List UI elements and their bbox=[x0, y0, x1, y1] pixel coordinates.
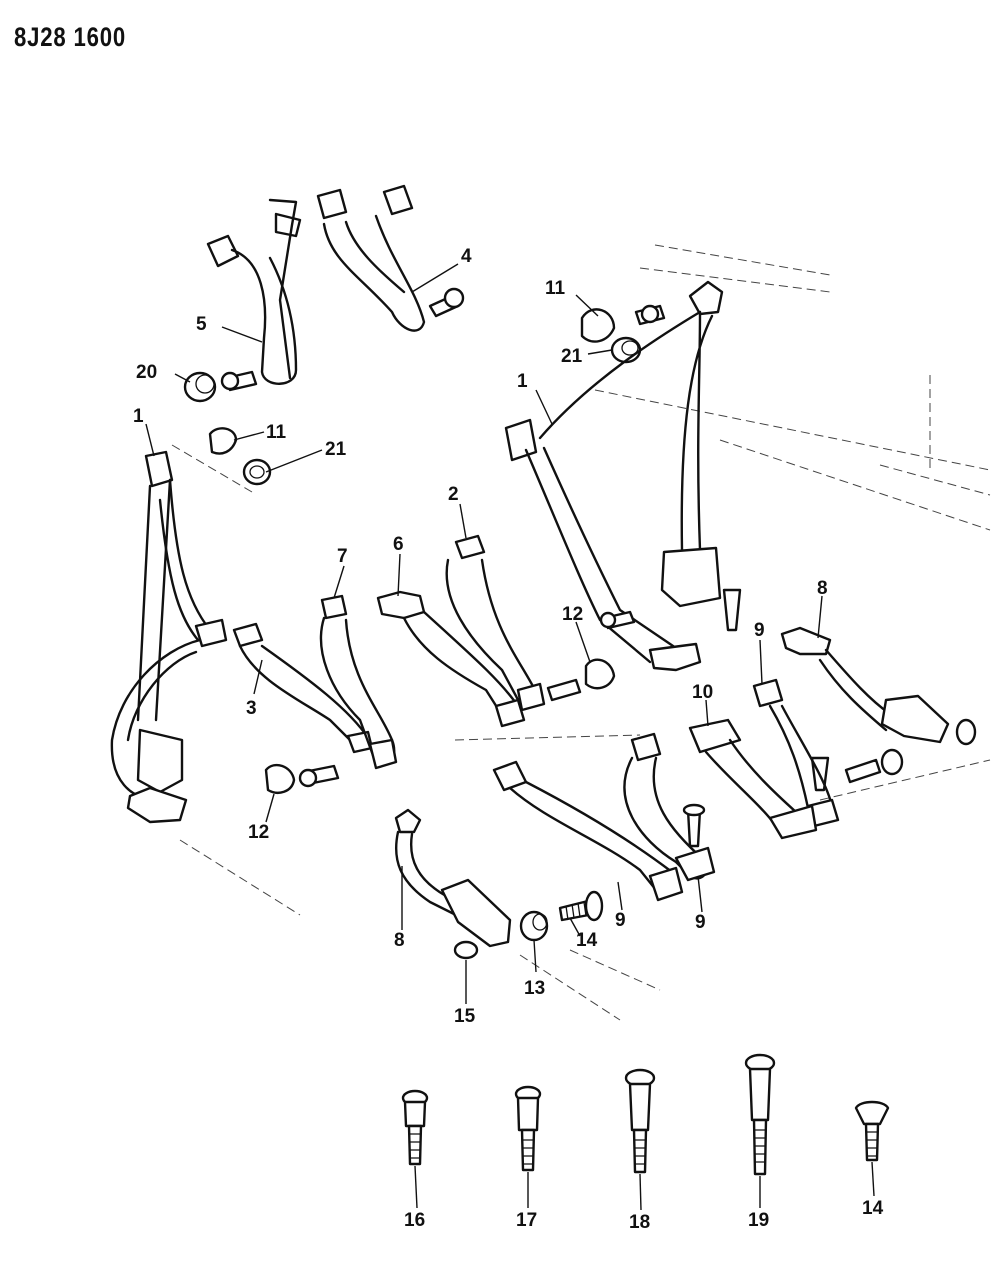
callout-part-15: 15 bbox=[454, 1006, 476, 1027]
part-14-bolt-center bbox=[558, 890, 604, 922]
callout-part-16: 16 bbox=[404, 1210, 425, 1231]
callout-part-17: 17 bbox=[516, 1210, 537, 1231]
callout-part-7: 7 bbox=[337, 546, 348, 567]
callout-part-11-right: 11 bbox=[545, 278, 566, 299]
part-1-shoulder-belt-right bbox=[504, 280, 742, 672]
leader-lines bbox=[145, 263, 875, 1211]
callout-part-21-left: 21 bbox=[325, 439, 347, 460]
callout-part-5: 5 bbox=[196, 314, 207, 335]
callout-part-12-center: 12 bbox=[562, 604, 583, 625]
part-2-buckle-strap bbox=[445, 534, 582, 712]
callout-part-8-right: 8 bbox=[817, 578, 828, 599]
bolt-18 bbox=[624, 1068, 656, 1174]
callout-part-6: 6 bbox=[393, 534, 404, 555]
callout-part-1-left: 1 bbox=[133, 406, 144, 427]
callout-part-11-left: 11 bbox=[266, 422, 287, 443]
part-9-buckle-strap-center bbox=[492, 732, 716, 902]
floor-reference-lines bbox=[171, 244, 991, 1021]
callout-part-20: 20 bbox=[136, 362, 157, 383]
part-12-cover-left bbox=[264, 763, 340, 794]
callouts: 1 1 2 3 4 5 6 7 8 8 9 9 9 10 11 11 12 12… bbox=[133, 246, 884, 1233]
callout-part-2: 2 bbox=[448, 484, 459, 505]
part-9-buckle-strap-right bbox=[752, 678, 840, 828]
part-8-anchor-belt-center bbox=[394, 808, 512, 960]
part-11-cover-left bbox=[208, 427, 238, 455]
callout-part-9-right: 9 bbox=[754, 620, 765, 641]
part-4-buckle-strap bbox=[316, 184, 465, 332]
part-8-anchor-belt-right bbox=[780, 626, 977, 792]
callout-part-1-right: 1 bbox=[517, 371, 528, 392]
bolt-16 bbox=[401, 1089, 429, 1166]
part-6-buckle-strap bbox=[376, 590, 526, 728]
part-21-plug-left bbox=[242, 458, 272, 486]
part-1-shoulder-belt-left bbox=[110, 450, 228, 824]
callout-part-18: 18 bbox=[629, 1212, 650, 1233]
part-7-buckle-strap bbox=[319, 594, 398, 770]
callout-part-21-right: 21 bbox=[561, 346, 583, 367]
callout-part-8-center: 8 bbox=[394, 930, 405, 951]
callout-part-3: 3 bbox=[246, 698, 257, 719]
drawing-id: 8J28 1600 bbox=[14, 22, 127, 52]
callout-part-13: 13 bbox=[524, 978, 545, 999]
part-21-plug-right bbox=[610, 336, 642, 364]
callout-part-12-left: 12 bbox=[248, 822, 269, 843]
part-5-buckle-strap bbox=[206, 198, 302, 385]
callout-part-9-center-a: 9 bbox=[615, 910, 626, 931]
part-10-strap bbox=[688, 718, 818, 840]
bolt-17 bbox=[514, 1085, 542, 1172]
callout-part-19: 19 bbox=[748, 1210, 769, 1231]
part-13-washer bbox=[519, 910, 549, 942]
part-20-plug bbox=[183, 370, 258, 403]
part-11-cover-right bbox=[580, 304, 666, 343]
callout-part-10: 10 bbox=[692, 682, 713, 703]
callout-part-4: 4 bbox=[461, 246, 472, 267]
callout-part-14-center: 14 bbox=[576, 930, 598, 951]
callout-part-14-bottom: 14 bbox=[862, 1198, 884, 1219]
bolt-19 bbox=[744, 1053, 776, 1176]
bolt-14-countersunk bbox=[854, 1100, 890, 1162]
part-12-cover-center bbox=[584, 658, 616, 690]
callout-part-9-center-b: 9 bbox=[695, 912, 706, 933]
part-3-buckle-strap bbox=[232, 622, 374, 754]
